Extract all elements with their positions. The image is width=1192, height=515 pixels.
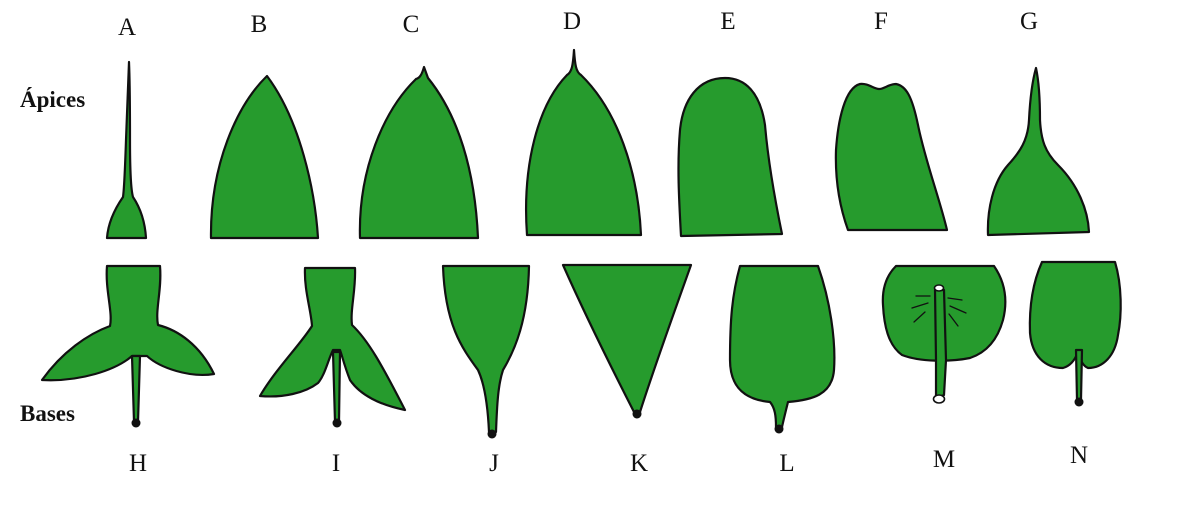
base-shape-I: [260, 268, 405, 428]
base-shape-M: [883, 266, 1005, 403]
letter-D: D: [563, 8, 581, 35]
letter-F: F: [874, 8, 888, 35]
letter-G: G: [1020, 8, 1038, 35]
row-label-bases: Bases: [20, 401, 75, 426]
apex-shape-C: [360, 67, 478, 238]
letter-C: C: [403, 11, 420, 38]
apex-shape-A: [107, 62, 146, 238]
letter-H: H: [129, 450, 147, 477]
letter-L: L: [779, 450, 794, 477]
letter-K: K: [630, 450, 648, 477]
apex-shape-F: [836, 84, 947, 230]
row-label-apices: Ápices: [20, 87, 85, 112]
letter-J: J: [489, 450, 499, 477]
base-shape-L: [730, 266, 834, 434]
apex-shape-D: [526, 50, 641, 235]
letter-N: N: [1070, 442, 1088, 469]
base-shape-K: [563, 265, 691, 419]
apex-shape-B: [211, 76, 318, 238]
base-shape-N: [1030, 262, 1121, 407]
letter-B: B: [251, 11, 268, 38]
letter-A: A: [118, 14, 136, 41]
apex-shape-G: [988, 68, 1089, 235]
base-shape-J: [443, 266, 529, 439]
letter-I: I: [332, 450, 340, 477]
letter-M: M: [933, 446, 955, 473]
letter-E: E: [720, 8, 735, 35]
apex-shape-E: [678, 78, 782, 236]
